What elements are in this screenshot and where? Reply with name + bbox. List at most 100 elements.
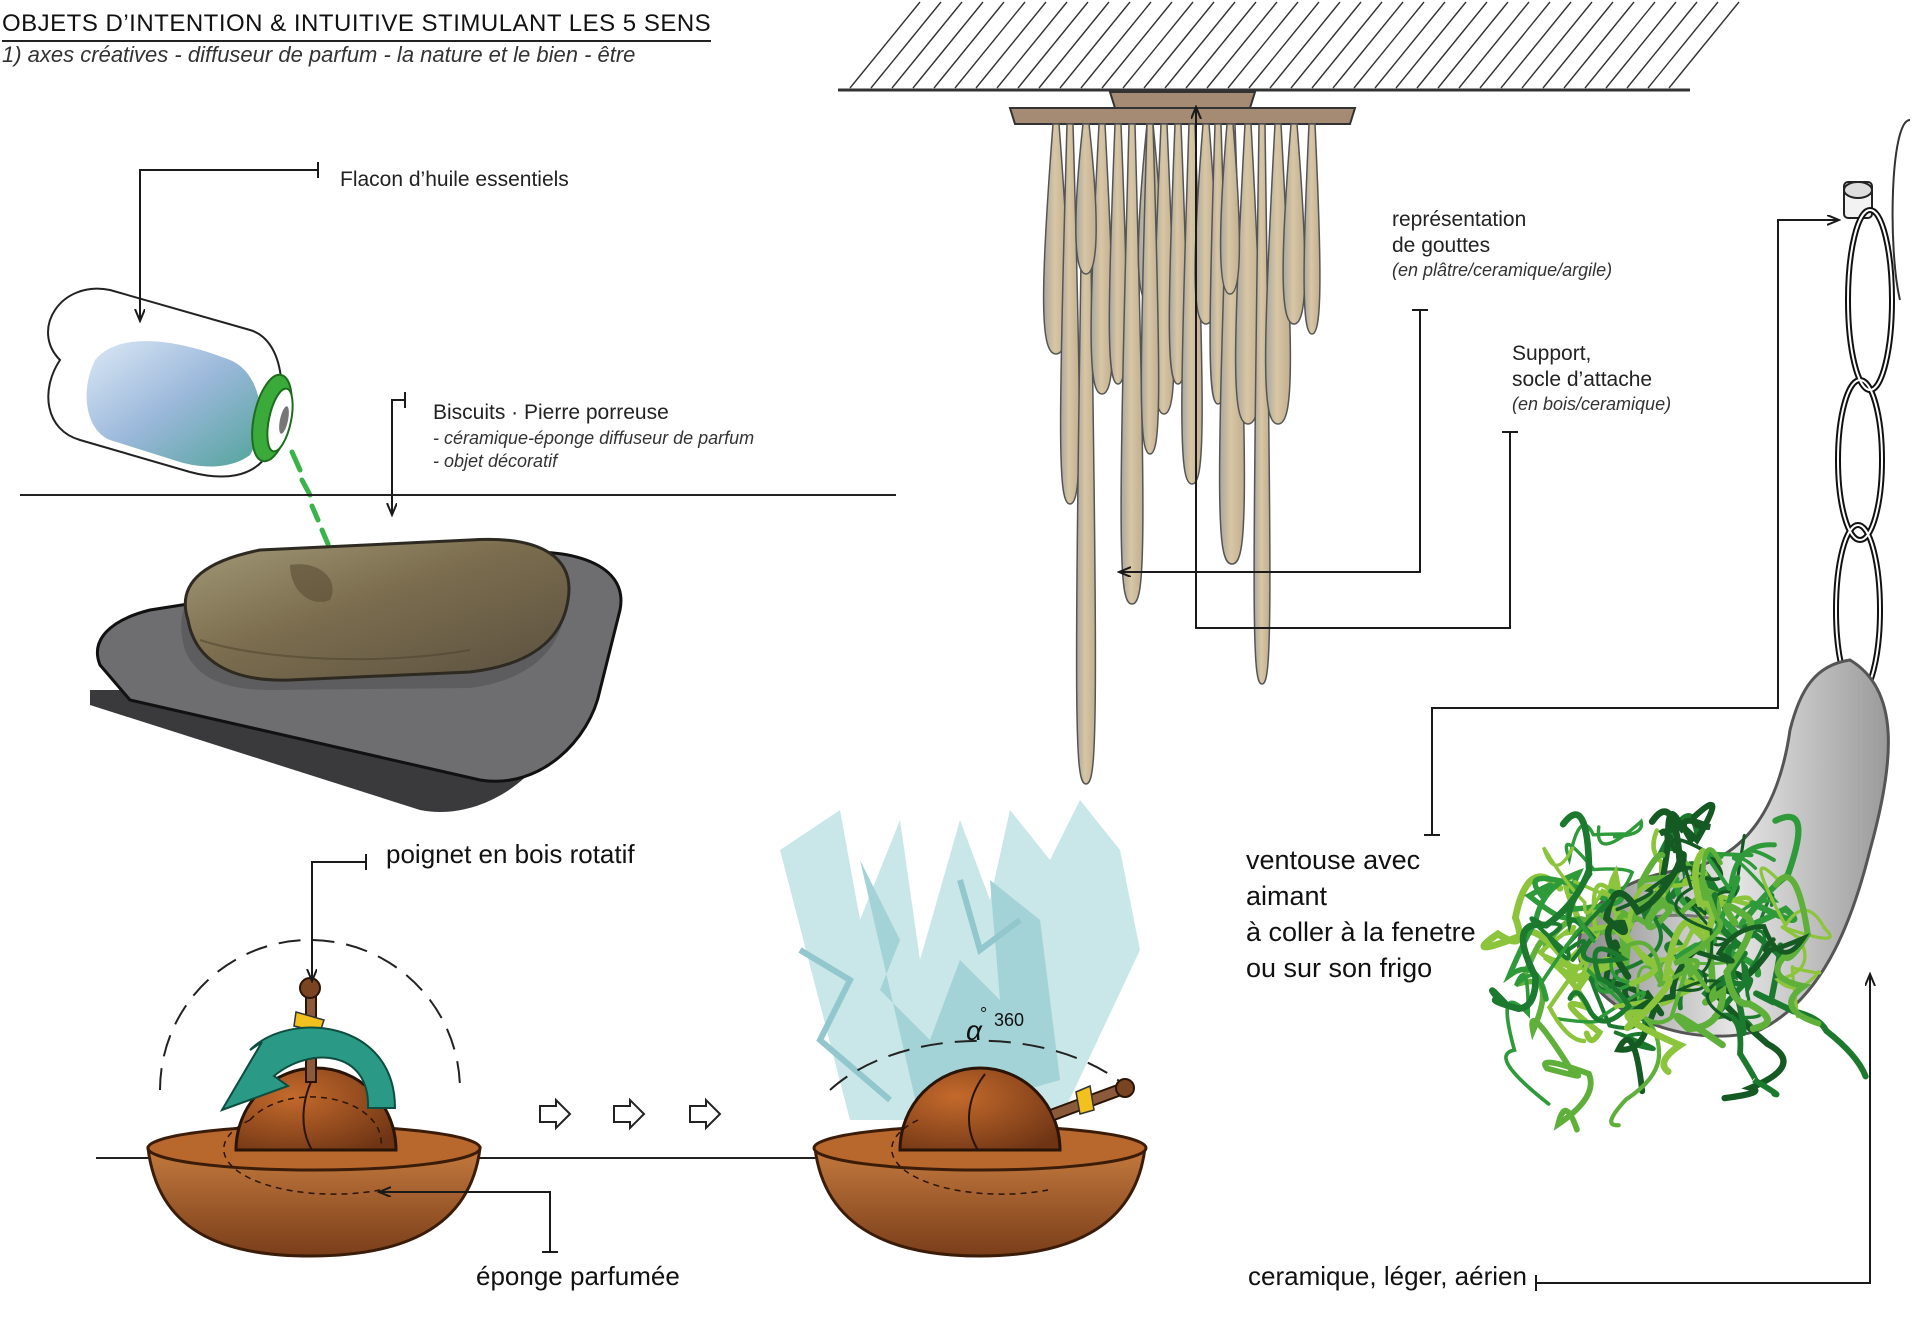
plant-vine <box>1602 808 1687 980</box>
angle-symbol: α <box>966 1015 983 1046</box>
drop-shape <box>1140 123 1160 455</box>
ceramique-label: ceramique, léger, aérien <box>1248 1261 1527 1291</box>
ceramique-leader <box>1535 975 1870 1291</box>
plant-vine <box>1529 898 1612 962</box>
biscuits-leader <box>392 392 406 514</box>
hatch-line <box>1248 1 1320 89</box>
hatch-line <box>1437 1 1509 89</box>
biscuits-label: Biscuits · Pierre porreuse <box>433 401 669 424</box>
poignet-label: poignet en bois rotatif <box>386 839 635 869</box>
plant-vine <box>1673 847 1724 993</box>
hatch-line <box>1017 1 1089 89</box>
hatch-line <box>975 1 1047 89</box>
page-title: OBJETS D’INTENTION & INTUITIVE STIMULANT… <box>2 10 712 42</box>
support-label-line2: socle d’attache <box>1512 368 1653 391</box>
hatch-line <box>1521 1 1593 89</box>
support-note: (en bois/ceramique) <box>1512 394 1672 414</box>
plant-vine <box>1566 871 1633 1024</box>
hatch-line <box>1584 1 1656 89</box>
hatch-line <box>1164 1 1236 89</box>
flacon-leader <box>140 162 319 320</box>
plant-vine <box>1623 847 1716 1075</box>
hatch-line <box>1458 1 1530 89</box>
hatch-line <box>891 1 963 89</box>
ceiling-hatch <box>838 1 1740 92</box>
essential-oil-bottle <box>47 287 353 593</box>
hatch-line <box>1395 1 1467 89</box>
support-leader <box>1196 108 1518 629</box>
plant-vine <box>1489 811 1593 1013</box>
angle-degree: ° <box>980 1004 987 1024</box>
plant-vine <box>1695 924 1810 964</box>
hatch-line <box>1605 1 1677 89</box>
drop-shape <box>1075 123 1097 785</box>
hatch-line <box>1542 1 1614 89</box>
biscuits-note-2: - objet décoratif <box>433 451 558 471</box>
hatch-line <box>954 1 1026 89</box>
hatch-line <box>849 1 921 89</box>
ventouse-label-line2: aimant <box>1246 881 1328 911</box>
hatch-line <box>1101 1 1173 89</box>
hatch-line <box>1311 1 1383 89</box>
poignet-leader <box>312 854 367 980</box>
biscuits-note-1: - céramique-éponge diffuseur de parfum <box>433 428 755 448</box>
plant-vine <box>1665 833 1732 1022</box>
plant-vine <box>1541 846 1611 915</box>
hatch-line <box>1038 1 1110 89</box>
hatch-line <box>1563 1 1635 89</box>
drop-shape <box>1219 123 1241 295</box>
plant-vine <box>1722 902 1771 1033</box>
hatch-line <box>870 1 942 89</box>
eponge-leader <box>380 1192 558 1253</box>
hatch-line <box>1668 1 1740 89</box>
rotation-angle-annotation: α ° 360 <box>966 1004 1024 1046</box>
process-arrows <box>539 1097 722 1131</box>
hatch-line <box>1626 1 1698 89</box>
drop-shape <box>1303 123 1321 335</box>
drop-shape <box>1253 123 1271 685</box>
hatch-line <box>1500 1 1572 89</box>
hatch-line <box>1332 1 1404 89</box>
hatch-line <box>1185 1 1257 89</box>
hatch-line <box>912 1 984 89</box>
drop-shape <box>1282 123 1306 325</box>
plant-vine <box>1516 915 1594 1133</box>
plant-vine <box>1536 882 1619 1044</box>
suction-hook-planter <box>1480 119 1911 1133</box>
hatch-line <box>1647 1 1719 89</box>
drop-shape <box>1075 123 1097 275</box>
hatch-line <box>1269 1 1341 89</box>
angle-value: 360 <box>994 1010 1024 1030</box>
hatch-line <box>1479 1 1551 89</box>
gouttes-note: (en plâtre/ceramique/argile) <box>1392 260 1613 280</box>
hatch-line <box>1227 1 1299 89</box>
diffuser-bowl-aroma <box>780 800 1148 1258</box>
ventouse-label-line4: ou sur son frigo <box>1246 953 1433 983</box>
support-label-line1: Support, <box>1512 342 1592 365</box>
gouttes-label-line2: de gouttes <box>1392 234 1491 257</box>
hatch-line <box>1374 1 1446 89</box>
eponge-label: éponge parfumée <box>476 1261 680 1291</box>
ventouse-leader <box>1424 220 1838 836</box>
plant-vine <box>1504 916 1596 1106</box>
hatch-line <box>1290 1 1362 89</box>
gouttes-label-line1: représentation <box>1392 208 1527 231</box>
plant-vine <box>1658 801 1716 885</box>
plant-vine <box>1609 940 1689 1128</box>
hatch-line <box>1416 1 1488 89</box>
hatch-line <box>1059 1 1131 89</box>
hatch-line <box>1143 1 1215 89</box>
hatch-line <box>1080 1 1152 89</box>
page-subtitle: 1) axes créatives - diffuseur de parfum … <box>2 42 636 67</box>
ventouse-label-line3: à coller à la fenetre <box>1246 917 1476 947</box>
plant-vine <box>1742 924 1869 1080</box>
hanging-drops <box>1008 91 1357 785</box>
diffuser-bowl-rotating <box>96 939 820 1258</box>
hatch-line <box>1353 1 1425 89</box>
hatch-line <box>933 1 1005 89</box>
drops-leader <box>1120 309 1428 572</box>
drop-shape <box>1059 123 1081 505</box>
hatch-line <box>996 1 1068 89</box>
flacon-label: Flacon d’huile essentiels <box>340 168 569 191</box>
